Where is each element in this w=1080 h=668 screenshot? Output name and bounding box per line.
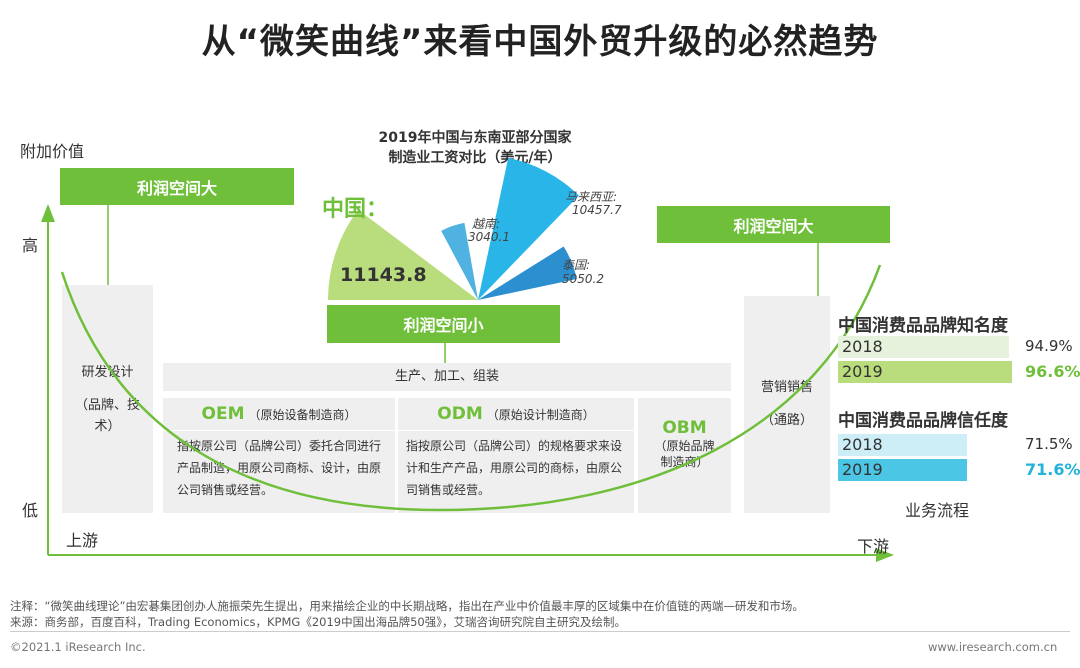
vietnam-value: 3040.1	[468, 230, 510, 244]
footnote-source: 来源：商务部，百度百科，Trading Economics，KPMG《2019中…	[10, 615, 626, 629]
vietnam-label: 越南:	[472, 217, 501, 231]
wage-chart-title-line1: 2019年中国与东南亚部分国家	[378, 130, 572, 146]
trust-2018-year: 2018	[842, 435, 883, 454]
awareness-2019-year: 2019	[842, 362, 883, 381]
y-axis-label: 附加价值	[20, 142, 85, 161]
wage-chart-title: 2019年中国与东南亚部分国家 制造业工资对比（美元/年）	[330, 128, 620, 168]
profit-box-right: 利润空间大	[657, 206, 890, 243]
brand-awareness-title: 中国消费品品牌知名度	[838, 316, 1008, 336]
wedge-malaysia	[478, 157, 579, 300]
upstream-label: 上游	[66, 531, 99, 550]
wedge-vietnam	[441, 222, 478, 300]
awareness-2018-bar	[838, 336, 1009, 358]
malaysia-label: 马来西亚:	[565, 190, 618, 204]
awareness-2018-row: 2018	[838, 336, 1018, 358]
trust-2018-pct: 71.5%	[1025, 435, 1073, 453]
profit-box-left: 利润空间大	[60, 168, 294, 205]
awareness-2019-row: 2019	[838, 361, 1018, 383]
brand-trust-title: 中国消费品品牌信任度	[838, 411, 1008, 431]
page-title: 从“微笑曲线”来看中国外贸升级的必然趋势	[201, 22, 879, 62]
china-value: 11143.8	[340, 264, 427, 286]
wedge-china	[328, 209, 478, 300]
y-low-label: 低	[22, 501, 39, 520]
footer-copyright: ©2021.1 iResearch Inc.	[10, 640, 146, 654]
trust-2019-pct: 71.6%	[1025, 460, 1080, 479]
trust-2019-year: 2019	[842, 460, 883, 479]
awareness-2019-bar	[838, 361, 1012, 383]
trust-2019-row: 2019	[838, 459, 1018, 481]
trust-2018-row: 2018	[838, 434, 1018, 456]
wedge-thailand	[478, 246, 577, 300]
x-axis-label: 业务流程	[905, 501, 970, 520]
y-axis-arrow	[41, 204, 55, 222]
y-high-label: 高	[22, 236, 39, 255]
downstream-label: 下游	[857, 537, 890, 556]
china-label: 中国：	[322, 197, 389, 222]
thailand-value: 5050.2	[562, 272, 604, 286]
footnote-note: 注释：“微笑曲线理论”由宏碁集团创办人施振荣先生提出，用来描绘企业的中长期战略，…	[10, 599, 804, 613]
awareness-2018-year: 2018	[842, 337, 883, 356]
awareness-2019-pct: 96.6%	[1025, 362, 1080, 381]
thailand-label: 泰国:	[562, 258, 591, 272]
x-axis-arrow	[876, 548, 894, 562]
awareness-2018-pct: 94.9%	[1025, 337, 1073, 355]
malaysia-value: 10457.7	[572, 203, 622, 217]
trust-2019-bar	[838, 459, 967, 481]
trust-2018-bar	[838, 434, 967, 456]
footer-website[interactable]: www.iresearch.com.cn	[928, 640, 1058, 654]
footer-divider	[10, 631, 1070, 632]
